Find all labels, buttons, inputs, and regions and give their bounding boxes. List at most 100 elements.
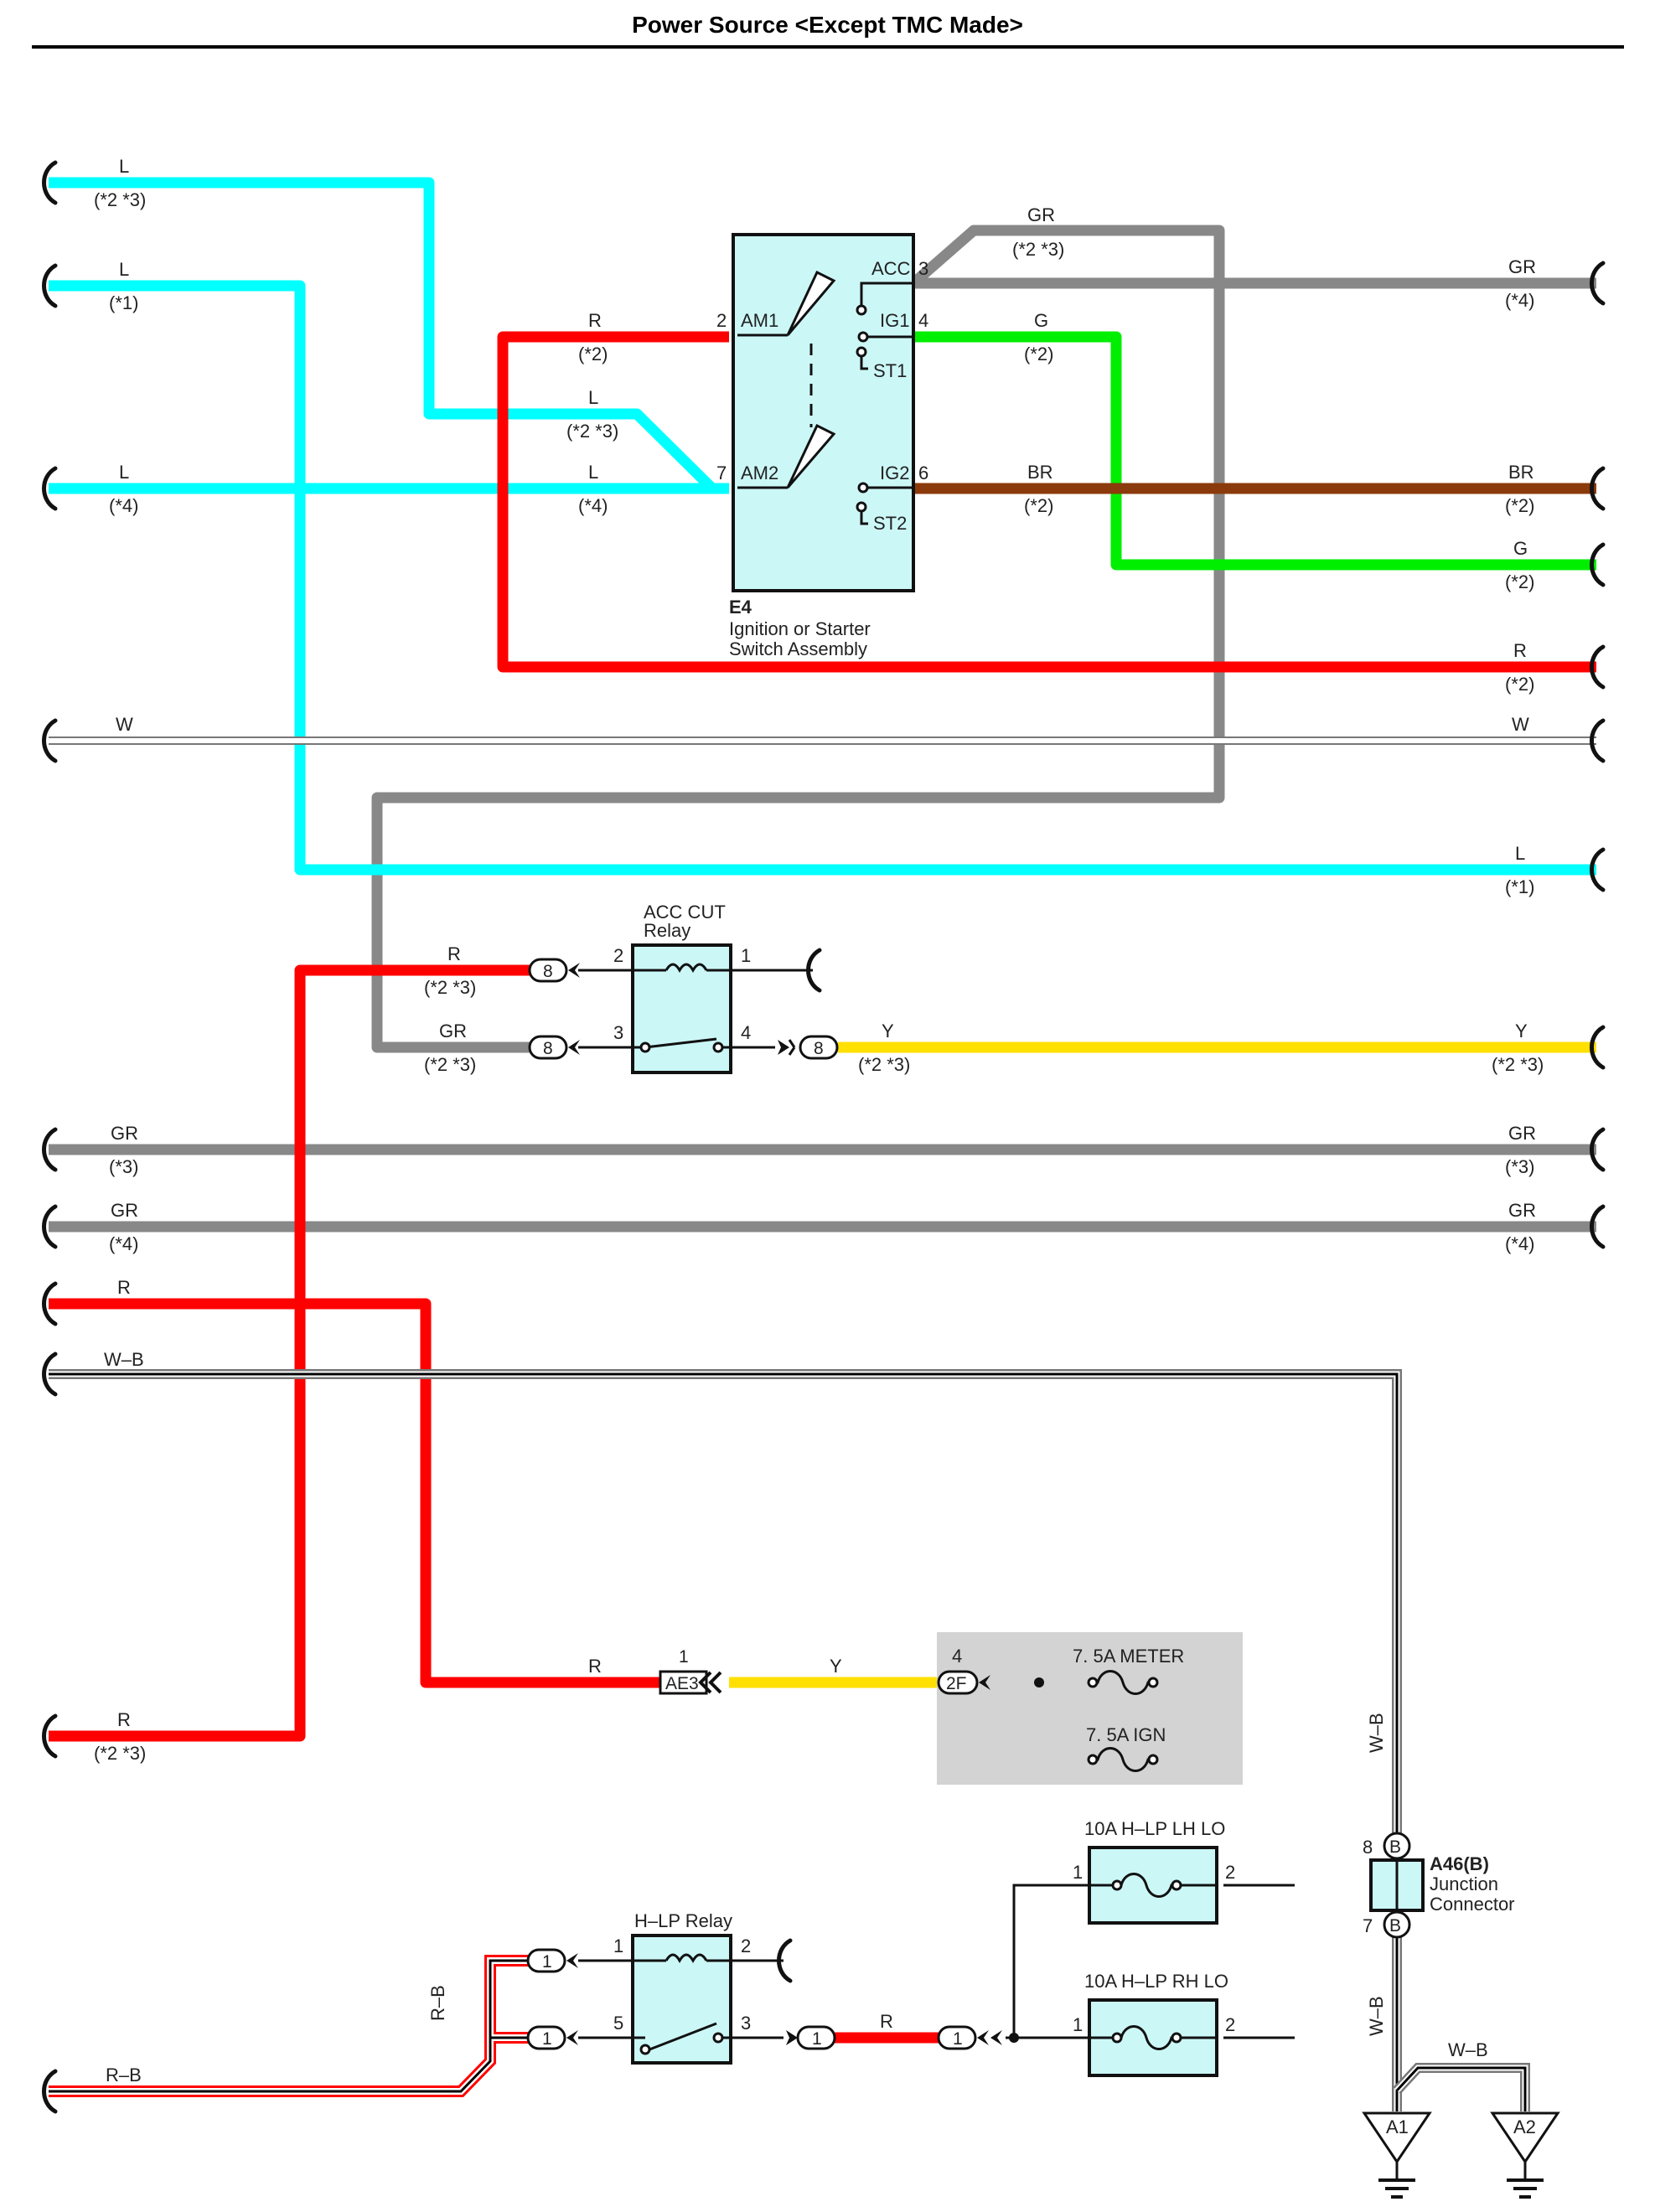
connectors: 8 8 8 AE3 1 1 1 bbox=[526, 958, 1019, 2050]
hlp-fuse-rh-pin-out: 2 bbox=[1225, 2014, 1235, 2035]
terminal-ig1-label: IG1 bbox=[880, 310, 909, 331]
note-r-am1: (*2) bbox=[578, 344, 608, 364]
connector-8-r: 8 bbox=[528, 958, 580, 983]
label-y-ae3: Y bbox=[830, 1656, 842, 1677]
label-l-23-left: L bbox=[119, 156, 129, 177]
connector-1-a-label: 1 bbox=[542, 1952, 552, 1972]
acc-cut-relay-pin-4: 4 bbox=[741, 1022, 751, 1043]
label-l-1-right: L bbox=[1515, 843, 1525, 864]
wires bbox=[49, 177, 1596, 2044]
terminal-ig2-label: IG2 bbox=[880, 463, 909, 483]
hlp-fuse-rh-pin-in: 1 bbox=[1073, 2014, 1083, 2035]
label-br-ig2: BR bbox=[1027, 462, 1053, 483]
fuse-meter-label: 7. 5A METER bbox=[1073, 1646, 1184, 1667]
ignition-switch: ACC 3 IG1 4 ST1 IG2 6 ST2 AM1 2 AM2 7 E4… bbox=[716, 233, 928, 659]
hlp-fuse-lh-label: 10A H–LP LH LO bbox=[1084, 1818, 1225, 1839]
title-rule bbox=[32, 45, 1624, 49]
hlp-relay: H–LP Relay 1 2 5 3 bbox=[613, 1910, 751, 2065]
label-l-4-am2: L bbox=[588, 462, 598, 483]
junction-code: A46(B) bbox=[1430, 1853, 1489, 1874]
fuse-box-connector: 2F bbox=[946, 1674, 967, 1693]
label-w-right: W bbox=[1512, 714, 1529, 735]
connector-ae3-pin: 1 bbox=[679, 1647, 689, 1667]
terminal-am1-pin: 2 bbox=[716, 310, 727, 331]
junction-mark-bottom: B bbox=[1389, 1916, 1401, 1936]
wire-g-ig1 bbox=[913, 331, 1596, 571]
wire-r-ae3 bbox=[49, 1298, 662, 1688]
terminal-st1-label: ST1 bbox=[873, 360, 907, 381]
hlp-fuse-rh-label: 10A H–LP RH LO bbox=[1084, 1971, 1228, 1992]
label-g-ig1: G bbox=[1034, 310, 1048, 331]
note-l-1-right: (*1) bbox=[1505, 876, 1534, 897]
label-gr-4-right: GR bbox=[1508, 256, 1536, 277]
page-title: Power Source <Except TMC Made> bbox=[632, 12, 1023, 38]
connector-8-gr-label: 8 bbox=[543, 1039, 553, 1058]
junction-pin-bottom: 7 bbox=[1363, 1915, 1373, 1936]
label-r-ae3: R bbox=[588, 1656, 602, 1677]
connector-8-gr: 8 bbox=[528, 1035, 580, 1060]
connector-8-r-label: 8 bbox=[543, 962, 553, 981]
label-y-relay: Y bbox=[882, 1021, 894, 1041]
hlp-relay-pin-2: 2 bbox=[741, 1936, 751, 1956]
note-l-23-left: (*2 *3) bbox=[94, 189, 146, 210]
label-r-right: R bbox=[1513, 640, 1527, 661]
label-gr-3-right: GR bbox=[1508, 1123, 1536, 1144]
note-gr-4-left: (*4) bbox=[109, 1233, 138, 1254]
label-r-left-bottom: R bbox=[117, 1709, 131, 1730]
hlp-fuse-lh-pin-in: 1 bbox=[1073, 1862, 1083, 1883]
fuse-box-pin: 4 bbox=[952, 1646, 962, 1667]
note-l-1-left: (*1) bbox=[109, 292, 138, 313]
label-wb-left: W–B bbox=[104, 1349, 144, 1370]
note-y-relay: (*2 *3) bbox=[858, 1054, 910, 1075]
junction-name-1: Junction bbox=[1430, 1873, 1498, 1894]
junction-connector: B B 8 7 A46(B) Junction Connector bbox=[1363, 1832, 1515, 1939]
label-l-4-left: L bbox=[119, 462, 129, 483]
connector-1-a: 1 bbox=[526, 1948, 578, 1973]
fuse-box: 2F 4 7. 5A METER 7. 5A IGN bbox=[937, 1632, 1243, 1785]
label-gr-acc-top: GR bbox=[1027, 204, 1055, 225]
note-l-4-am2: (*4) bbox=[578, 495, 608, 516]
note-gr-3-left: (*3) bbox=[109, 1156, 138, 1177]
connector-1-c: 1 bbox=[786, 2025, 836, 2050]
label-gr-4-left: GR bbox=[111, 1200, 138, 1221]
ground-a1: A1 bbox=[1362, 2111, 1432, 2199]
label-br-right: BR bbox=[1508, 462, 1534, 483]
hlp-fuse-lh-pin-out: 2 bbox=[1225, 1862, 1235, 1883]
terminal-am2-pin: 7 bbox=[716, 463, 727, 483]
terminal-acc-label: ACC bbox=[871, 258, 911, 279]
label-r-am1: R bbox=[588, 310, 602, 331]
label-r-relay: R bbox=[447, 943, 461, 964]
label-rb-left: R–B bbox=[106, 2065, 142, 2085]
label-r-left-top: R bbox=[117, 1277, 131, 1298]
acc-cut-relay-name-2: Relay bbox=[644, 920, 690, 941]
acc-cut-relay-pin-1: 1 bbox=[741, 945, 751, 966]
label-w-left: W bbox=[116, 714, 133, 735]
ground-a2-label: A2 bbox=[1513, 2116, 1536, 2137]
connector-ae3: AE3 1 bbox=[659, 1647, 722, 1695]
ignition-switch-name-2: Switch Assembly bbox=[729, 638, 867, 659]
note-gr-relay: (*2 *3) bbox=[424, 1054, 476, 1075]
note-l-23-mid: (*2 *3) bbox=[566, 421, 618, 442]
label-rb-vertical: R–B bbox=[427, 1985, 448, 2021]
hlp-relay-pin-3: 3 bbox=[741, 2013, 751, 2034]
terminal-am2-label: AM2 bbox=[741, 463, 778, 483]
note-g-right: (*2) bbox=[1505, 571, 1534, 592]
connector-ae3-label: AE3 bbox=[665, 1674, 699, 1693]
label-g-right: G bbox=[1513, 538, 1528, 559]
note-gr-3-right: (*3) bbox=[1505, 1156, 1534, 1177]
note-br-ig2: (*2) bbox=[1024, 495, 1053, 516]
ignition-switch-name-1: Ignition or Starter bbox=[729, 618, 871, 639]
acc-cut-relay-name-1: ACC CUT bbox=[644, 902, 726, 923]
note-y-right: (*2 *3) bbox=[1492, 1054, 1544, 1075]
terminal-ig2-pin: 6 bbox=[918, 463, 928, 483]
label-r-hlp: R bbox=[880, 2011, 893, 2032]
note-br-right: (*2) bbox=[1505, 495, 1534, 516]
note-l-4-left: (*4) bbox=[109, 495, 138, 516]
note-r-right: (*2) bbox=[1505, 674, 1534, 695]
label-l-23-mid: L bbox=[588, 387, 598, 408]
wire-r-am1 bbox=[497, 331, 1596, 673]
hlp-relay-pin-1: 1 bbox=[613, 1936, 623, 1956]
note-gr-4-right2: (*4) bbox=[1505, 1233, 1534, 1254]
connector-1-c-label: 1 bbox=[812, 2029, 822, 2049]
connector-8-y: 8 bbox=[778, 1035, 839, 1060]
